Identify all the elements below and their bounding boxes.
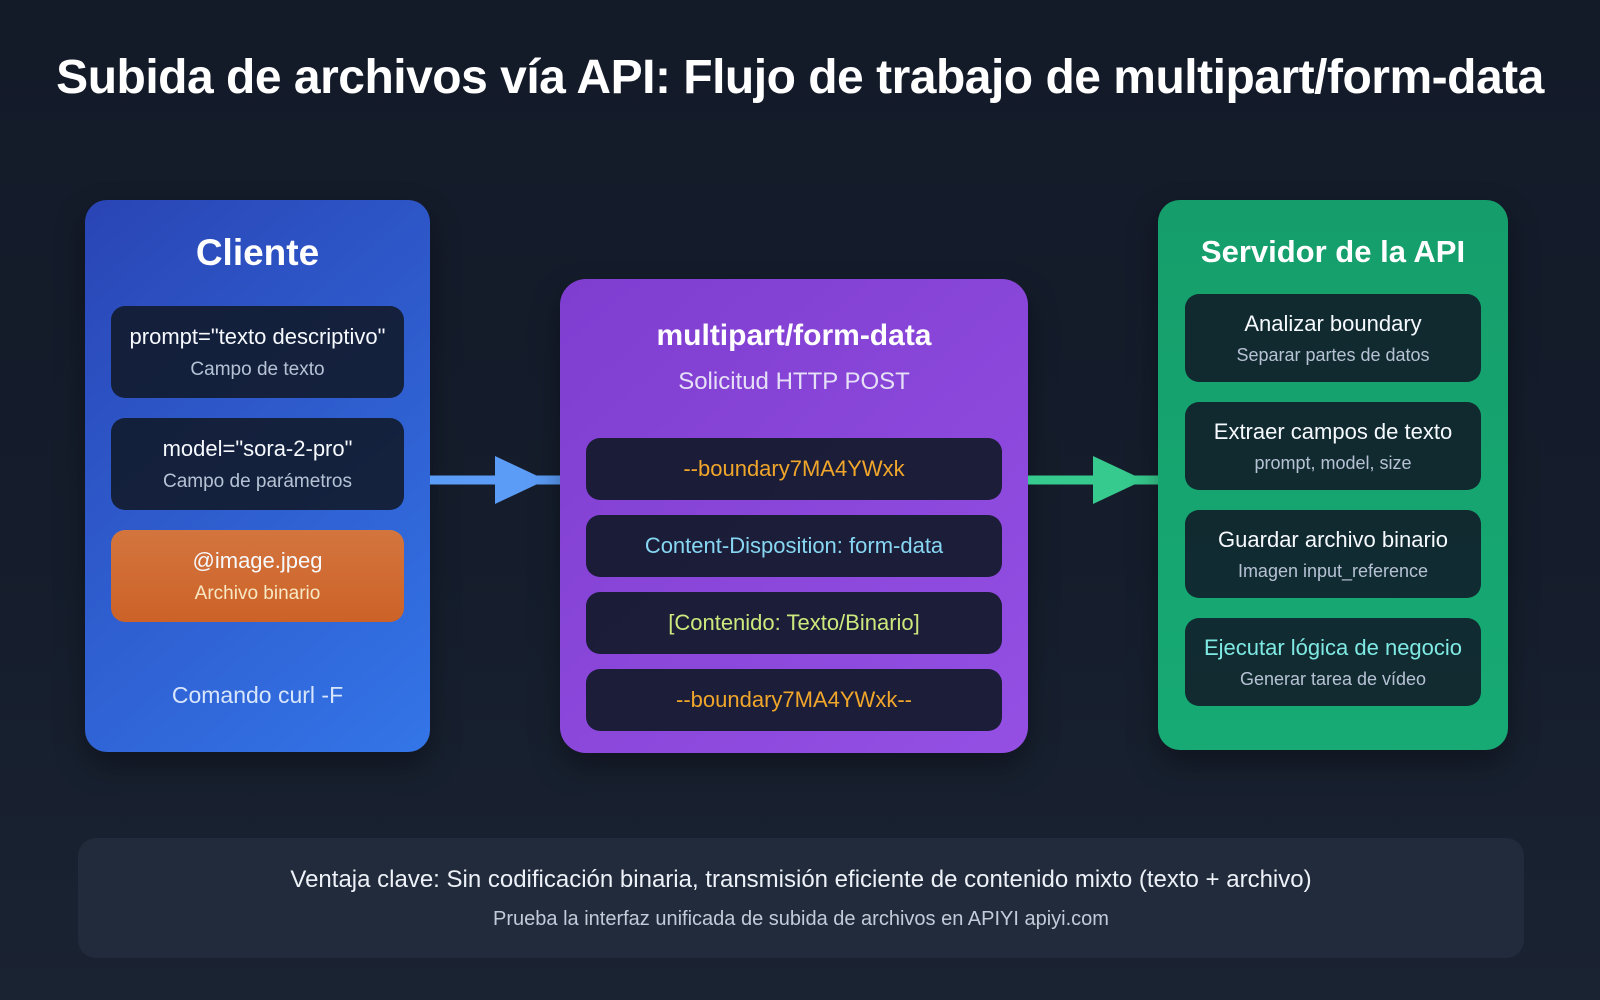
arrow-head-icon — [1093, 456, 1144, 504]
curl-command-note: Comando curl -F — [171, 682, 344, 708]
parse-boundary-title: Analizar boundary — [1244, 310, 1422, 336]
key-advantage-bar: Ventaja clave: Sin codificación binaria,… — [78, 838, 1524, 958]
client-card-model: model="sora-2-pro" Campo de parámetros — [111, 418, 404, 510]
server-panel-title: Servidor de la API — [1200, 234, 1466, 269]
parse-boundary-sub: Separar partes de datos — [1236, 344, 1430, 365]
prompt-field-label: Campo de texto — [190, 358, 325, 380]
extract-fields-title: Extraer campos de texto — [1213, 418, 1453, 444]
server-card-parse-boundary: Analizar boundary Separar partes de dato… — [1185, 294, 1481, 382]
boundary-close-line: --boundary7MA4YWxk-- — [586, 669, 1002, 731]
page-title: Subida de archivos vía API: Flujo de tra… — [56, 51, 1544, 104]
client-to-request-arrow-icon — [430, 456, 560, 504]
boundary-open-line: --boundary7MA4YWxk — [586, 438, 1002, 500]
content-body-line: [Contenido: Texto/Binario] — [586, 592, 1002, 654]
model-field-label: Campo de parámetros — [162, 470, 353, 492]
extract-fields-sub: prompt, model, size — [1254, 452, 1412, 473]
server-card-extract-fields: Extraer campos de texto prompt, model, s… — [1185, 402, 1481, 490]
save-binary-title: Guardar archivo binario — [1218, 526, 1448, 552]
binary-file-label: Archivo binario — [194, 582, 321, 604]
model-field-value: model="sora-2-pro" — [162, 435, 353, 461]
business-logic-title: Ejecutar lógica de negocio — [1203, 634, 1463, 660]
content-disposition-line: Content-Disposition: form-data — [586, 515, 1002, 577]
client-panel: Cliente prompt="texto descriptivo" Campo… — [85, 200, 430, 752]
client-card-binary-file: @image.jpeg Archivo binario — [111, 530, 404, 622]
save-binary-sub: Imagen input_reference — [1237, 560, 1429, 581]
server-panel: Servidor de la API Analizar boundary Sep… — [1158, 200, 1508, 750]
client-panel-title: Cliente — [195, 232, 320, 273]
prompt-field-value: prompt="texto descriptivo" — [129, 323, 386, 349]
request-panel-subtitle: Solicitud HTTP POST — [678, 368, 910, 395]
promo-text: Prueba la interfaz unificada de subida d… — [493, 907, 1109, 930]
key-advantage-text: Ventaja clave: Sin codificación binaria,… — [290, 865, 1312, 893]
business-logic-sub: Generar tarea de vídeo — [1239, 668, 1427, 689]
client-card-prompt: prompt="texto descriptivo" Campo de text… — [111, 306, 404, 398]
binary-file-value: @image.jpeg — [192, 547, 323, 573]
request-panel: multipart/form-data Solicitud HTTP POST … — [560, 279, 1028, 753]
request-panel-title: multipart/form-data — [656, 319, 932, 352]
arrow-head-icon — [495, 456, 546, 504]
server-card-business-logic: Ejecutar lógica de negocio Generar tarea… — [1185, 618, 1481, 706]
request-to-server-arrow-icon — [1028, 456, 1158, 504]
server-card-save-binary: Guardar archivo binario Imagen input_ref… — [1185, 510, 1481, 598]
